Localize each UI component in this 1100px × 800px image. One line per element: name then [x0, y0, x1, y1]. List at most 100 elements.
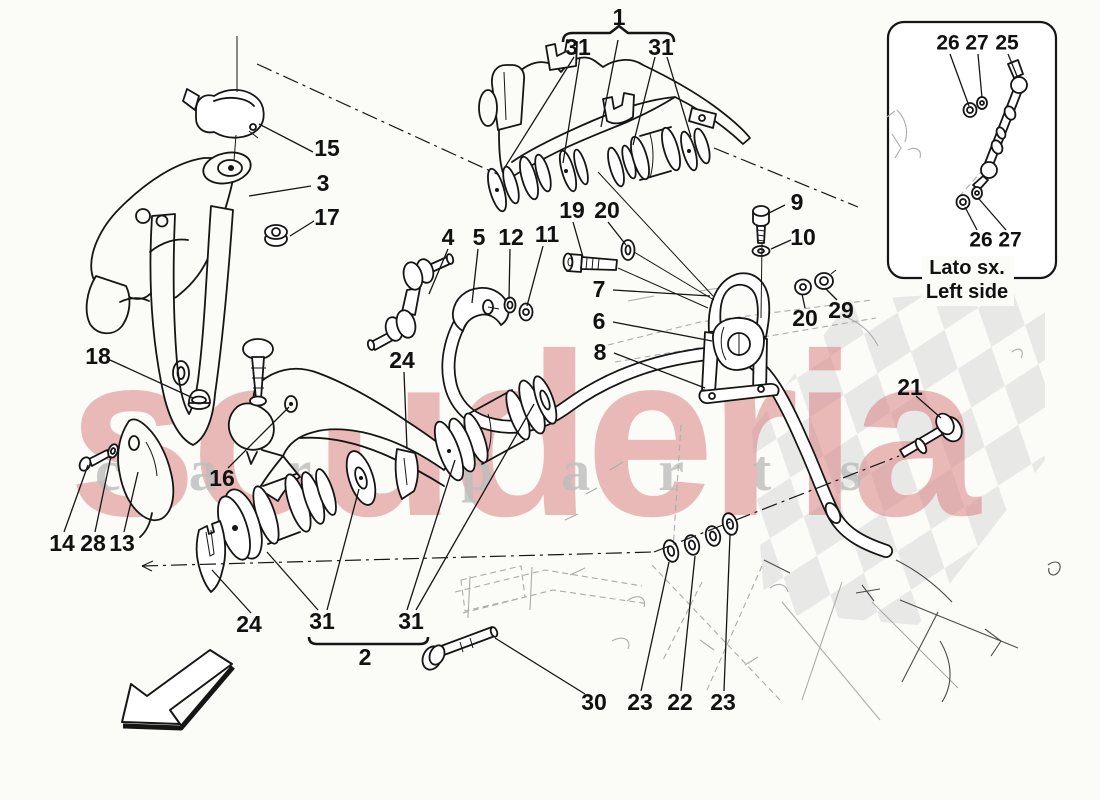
leader-line-28 — [94, 455, 112, 533]
leader-line-10 — [770, 239, 792, 250]
axis-lines — [233, 36, 763, 319]
callout-label-31: 31 — [309, 608, 335, 634]
callout-label-26: 26 — [969, 229, 992, 252]
leader-line-14 — [63, 464, 89, 533]
callout-label-17: 17 — [314, 204, 340, 230]
callout-label-27: 27 — [965, 32, 988, 55]
leader-line-20 — [607, 221, 627, 246]
inset-caption-english: Left side — [926, 281, 1008, 303]
leader-line-17 — [289, 220, 315, 237]
callout-label-5: 5 — [473, 224, 486, 250]
leader-line-25 — [1007, 53, 1018, 77]
callout-label-22: 22 — [667, 689, 693, 715]
leader-line-7 — [612, 289, 711, 297]
callout-label-7: 7 — [593, 276, 606, 302]
leader-line-22 — [680, 555, 696, 692]
leader-line-3 — [248, 185, 312, 197]
inset-caption-italian: Lato sx. — [929, 257, 1005, 279]
callout-label-10: 10 — [790, 224, 816, 250]
leader-line-15 — [258, 123, 314, 153]
callout-label-23: 23 — [627, 689, 653, 715]
leader-line-24 — [211, 569, 252, 614]
leader-line-30 — [494, 637, 586, 695]
callout-label-26: 26 — [936, 32, 959, 55]
callout-label-1: 1 — [613, 4, 626, 30]
leader-line-20 — [801, 293, 806, 309]
callout-label-6: 6 — [593, 308, 606, 334]
callout-label-11: 11 — [535, 221, 560, 247]
leader-line-12 — [508, 248, 511, 300]
leader-line-5 — [471, 248, 479, 304]
callout-label-29: 29 — [828, 297, 854, 323]
callout-label-31: 31 — [565, 34, 591, 60]
leader-line-27 — [978, 198, 1007, 231]
bar-mount-drawing — [698, 272, 780, 404]
callout-label-30: 30 — [581, 689, 607, 715]
plug-18-drawing — [187, 389, 211, 410]
callout-label-31: 31 — [648, 34, 674, 60]
callout-label-9: 9 — [791, 189, 804, 215]
leader-line-9 — [768, 204, 786, 214]
callout-label-24: 24 — [236, 611, 262, 637]
callout-label-20: 20 — [594, 197, 620, 223]
leader-line-21 — [915, 395, 942, 419]
direction-arrow — [121, 649, 235, 731]
callout-label-8: 8 — [594, 339, 607, 365]
leader-line-31 — [415, 403, 535, 611]
leader-line-26 — [964, 206, 978, 231]
callout-label-28: 28 — [80, 530, 106, 556]
lower-wishbone-drawing — [195, 338, 558, 593]
anti-roll-bar-drawing — [441, 301, 893, 558]
drop-link-drawing — [366, 253, 534, 351]
leader-line-31 — [632, 56, 656, 146]
leader-line-26 — [949, 53, 970, 107]
leader-line-24 — [403, 371, 408, 450]
washers-row-drawing — [662, 512, 739, 563]
leader-line-31 — [666, 56, 692, 138]
callout-label-23: 23 — [710, 689, 736, 715]
callout-label-16: 16 — [209, 465, 235, 491]
callout-label-15: 15 — [314, 135, 340, 161]
leader-line-6 — [612, 321, 713, 342]
callout-label-31: 31 — [398, 608, 424, 634]
callout-label-14: 14 — [49, 530, 75, 556]
leader-line-16 — [227, 406, 290, 469]
callout-label-24: 24 — [389, 347, 415, 373]
leader-line-23 — [723, 534, 731, 692]
leader-line-11 — [526, 245, 544, 307]
group-brackets — [307, 24, 676, 646]
callout-label-21: 21 — [897, 374, 923, 400]
callout-label-13: 13 — [109, 530, 135, 556]
nut-17-drawing — [264, 224, 288, 247]
knuckle-drawing — [85, 151, 252, 446]
inset-link-drawing — [955, 59, 1028, 210]
leader-line-31 — [326, 488, 360, 611]
fasteners-drawing — [562, 205, 837, 296]
centerlines — [141, 63, 900, 572]
leader-line-31 — [562, 56, 581, 164]
callout-label-25: 25 — [995, 32, 1019, 55]
callout-label-2: 2 — [359, 644, 372, 670]
leader-line-31 — [266, 551, 319, 611]
callout-label-18: 18 — [85, 343, 111, 369]
callout-label-3: 3 — [317, 170, 330, 196]
bracket-13-drawing — [117, 418, 175, 538]
callout-label-4: 4 — [442, 224, 455, 250]
upper-wishbone-drawing — [478, 39, 751, 213]
callout-label-19: 19 — [559, 197, 585, 223]
leader-line-13 — [123, 471, 139, 533]
leader-line-4 — [428, 248, 449, 295]
bolt-30-drawing — [421, 626, 499, 671]
leader-line-23 — [640, 561, 670, 692]
leader-line-8 — [613, 352, 706, 389]
callout-label-12: 12 — [498, 224, 524, 250]
callout-label-20: 20 — [792, 305, 818, 331]
clamp-15-drawing — [182, 88, 265, 139]
leader-line-27 — [977, 53, 983, 99]
inset-panel: Lato sx. Left side — [886, 20, 1058, 306]
bolt-21-drawing — [899, 412, 963, 458]
